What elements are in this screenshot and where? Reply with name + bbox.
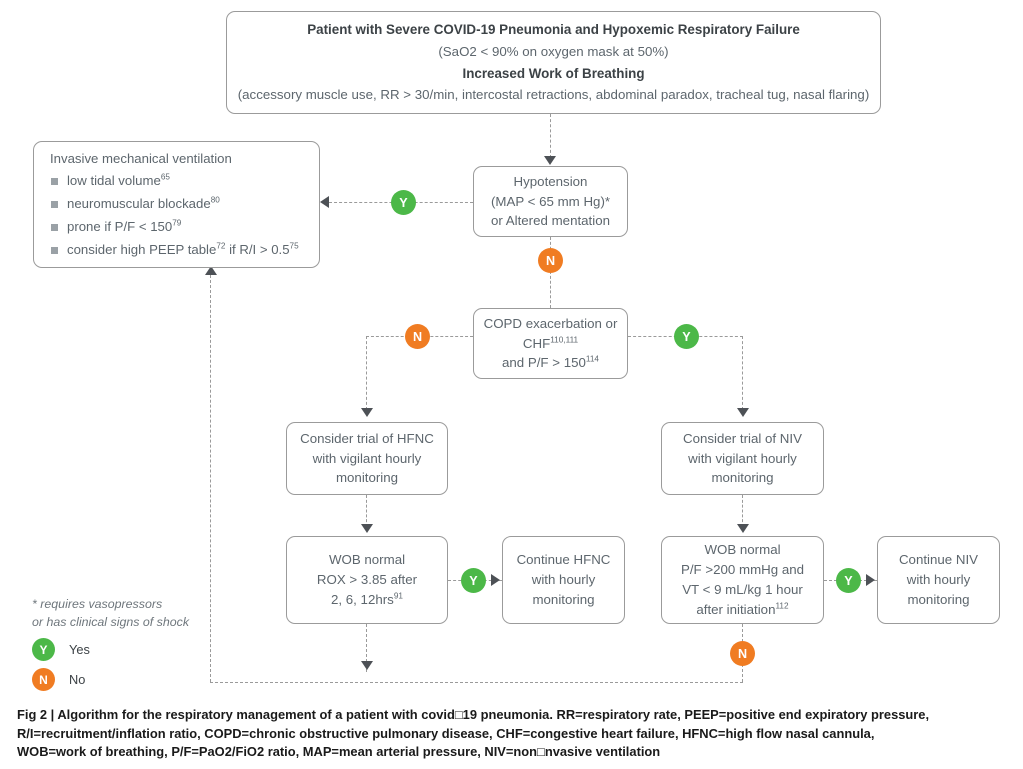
caption-line-2: R/I=recruitment/inflation ratio, COPD=ch…: [17, 725, 875, 741]
legend-label-no: No: [69, 672, 86, 688]
node-consider-niv-trial: Consider trial of NIV with vigilant hour…: [661, 422, 824, 495]
connector-copd-no-vertical: [366, 336, 367, 410]
niv-trial-line1: Consider trial of NIV: [683, 430, 802, 446]
arrowhead-feedback-to-imv: [205, 266, 217, 275]
badge-hypotension-no: N: [538, 248, 563, 273]
copd-line2: CHF110,111: [522, 335, 579, 351]
node-continue-hfnc: Continue HFNC with hourly monitoring: [502, 536, 625, 624]
node-wob-normal-hfnc: WOB normal ROX > 3.85 after 2, 6, 12hrs9…: [286, 536, 448, 624]
ref-91: 91: [393, 591, 403, 601]
copd-line1: COPD exacerbation or: [483, 315, 618, 331]
copd-line3: and P/F > 150114: [501, 355, 600, 371]
badge-wob-niv-no: N: [730, 641, 755, 666]
ref-112: 112: [775, 601, 789, 611]
node-consider-hfnc-trial: Consider trial of HFNC with vigilant hou…: [286, 422, 448, 495]
arrowhead-hfnc-trial-to-wob: [361, 524, 373, 533]
wob-hfnc-line2: ROX > 3.85 after: [316, 572, 418, 588]
ref-72: 72: [216, 241, 226, 251]
caption-line-3: WOB=work of breathing, P/F=PaO2/FiO2 rat…: [17, 744, 661, 760]
legend-row-no: N No: [32, 668, 242, 692]
badge-hypotension-yes: Y: [391, 190, 416, 215]
legend-footnote-line2: or has clinical signs of shock: [32, 614, 190, 629]
wob-hfnc-line1: WOB normal: [328, 552, 406, 568]
hypotension-line3: or Altered mentation: [490, 213, 610, 229]
imv-title: Invasive mechanical ventilation: [50, 150, 232, 166]
wob-hfnc-line3: 2, 6, 12hrs91: [330, 591, 403, 607]
arrowhead-niv-trial-to-wob: [737, 524, 749, 533]
ref-79: 79: [172, 218, 182, 228]
connector-copd-yes-vertical: [742, 336, 743, 410]
connector-wob-hfnc-no-down: [366, 624, 367, 672]
imv-bullet-high-peep: consider high PEEP table72 if R/I > 0.57…: [50, 239, 299, 262]
caption-line-1: Fig 2 | Algorithm for the respiratory ma…: [17, 707, 930, 722]
wob-niv-line4: after initiation112: [696, 601, 789, 617]
connector-feedback-riser: [210, 275, 211, 682]
continue-niv-line3: monitoring: [907, 591, 970, 607]
ref-80: 80: [210, 195, 220, 205]
legend-row-yes: Y Yes: [32, 638, 242, 662]
arrowhead-top-to-hypotension: [544, 156, 556, 165]
ref-75: 75: [289, 241, 299, 251]
connector-top-to-hypotension: [550, 114, 551, 158]
niv-trial-line3: monitoring: [711, 470, 774, 486]
arrowhead-wob-hfnc-yes: [491, 574, 500, 586]
node-wob-normal-niv: WOB normal P/F >200 mmHg and VT < 9 mL/k…: [661, 536, 824, 624]
continue-niv-line2: with hourly: [906, 572, 971, 588]
wob-niv-line1: WOB normal: [704, 542, 781, 558]
continue-hfnc-line3: monitoring: [532, 591, 595, 607]
figure-caption: Fig 2 | Algorithm for the respiratory ma…: [17, 706, 1012, 762]
continue-niv-line1: Continue NIV: [898, 552, 979, 568]
arrowhead-hypotension-yes-to-imv: [320, 196, 329, 208]
continue-hfnc-line2: with hourly: [531, 572, 596, 588]
top-box-line3: Increased Work of Breathing: [462, 65, 645, 81]
node-hypotension-decision: Hypotension (MAP < 65 mm Hg)* or Altered…: [473, 166, 628, 237]
badge-wob-hfnc-yes: Y: [461, 568, 486, 593]
legend-badge-no: N: [32, 668, 55, 692]
wob-niv-line3: VT < 9 mL/kg 1 hour: [682, 582, 803, 597]
legend: * requires vasopressors or has clinical …: [32, 596, 242, 692]
top-box-line1: Patient with Severe COVID-19 Pneumonia a…: [307, 22, 800, 38]
node-copd-chf-decision: COPD exacerbation or CHF110,111 and P/F …: [473, 308, 628, 379]
badge-copd-no: N: [405, 324, 430, 349]
connector-niv-trial-to-wob: [742, 495, 743, 527]
hypotension-line1: Hypotension: [513, 173, 588, 189]
connector-feedback-rail: [210, 682, 743, 683]
node-patient-criteria: Patient with Severe COVID-19 Pneumonia a…: [226, 11, 881, 114]
ref-114: 114: [585, 355, 600, 365]
node-continue-niv: Continue NIV with hourly monitoring: [877, 536, 1000, 624]
hypotension-line2: (MAP < 65 mm Hg)*: [490, 193, 611, 209]
imv-bullet-list: low tidal volume65 neuromuscular blockad…: [50, 170, 299, 261]
legend-label-yes: Yes: [69, 642, 90, 658]
wob-niv-line2: P/F >200 mmHg and: [680, 562, 805, 578]
ref-65: 65: [160, 173, 170, 183]
imv-bullet-low-tidal-volume: low tidal volume65: [50, 170, 299, 193]
legend-footnote-line1: * requires vasopressors: [32, 597, 163, 611]
imv-bullet-prone: prone if P/F < 15079: [50, 216, 299, 239]
legend-badge-yes: Y: [32, 638, 55, 662]
badge-copd-yes: Y: [674, 324, 699, 349]
imv-bullet-neuromuscular-blockade: neuromuscular blockade80: [50, 193, 299, 216]
ref-110-111: 110,111: [550, 335, 579, 345]
node-invasive-mechanical-ventilation: Invasive mechanical ventilation low tida…: [33, 141, 320, 268]
arrowhead-copd-yes-to-niv: [737, 408, 749, 417]
top-box-line2: (SaO2 < 90% on oxygen mask at 50%): [438, 43, 669, 59]
hfnc-trial-line1: Consider trial of HFNC: [300, 430, 434, 446]
badge-wob-niv-yes: Y: [836, 568, 861, 593]
continue-hfnc-line1: Continue HFNC: [516, 552, 611, 568]
arrowhead-copd-no-to-hfnc: [361, 408, 373, 417]
niv-trial-line2: with vigilant hourly: [688, 450, 797, 466]
top-box-line4: (accessory muscle use, RR > 30/min, inte…: [237, 87, 870, 103]
arrowhead-wob-niv-yes: [866, 574, 875, 586]
connector-hfnc-trial-to-wob: [366, 495, 367, 527]
arrowhead-wob-hfnc-no: [361, 661, 373, 670]
hfnc-trial-line3: monitoring: [335, 470, 399, 486]
hfnc-trial-line2: with vigilant hourly: [312, 450, 422, 466]
